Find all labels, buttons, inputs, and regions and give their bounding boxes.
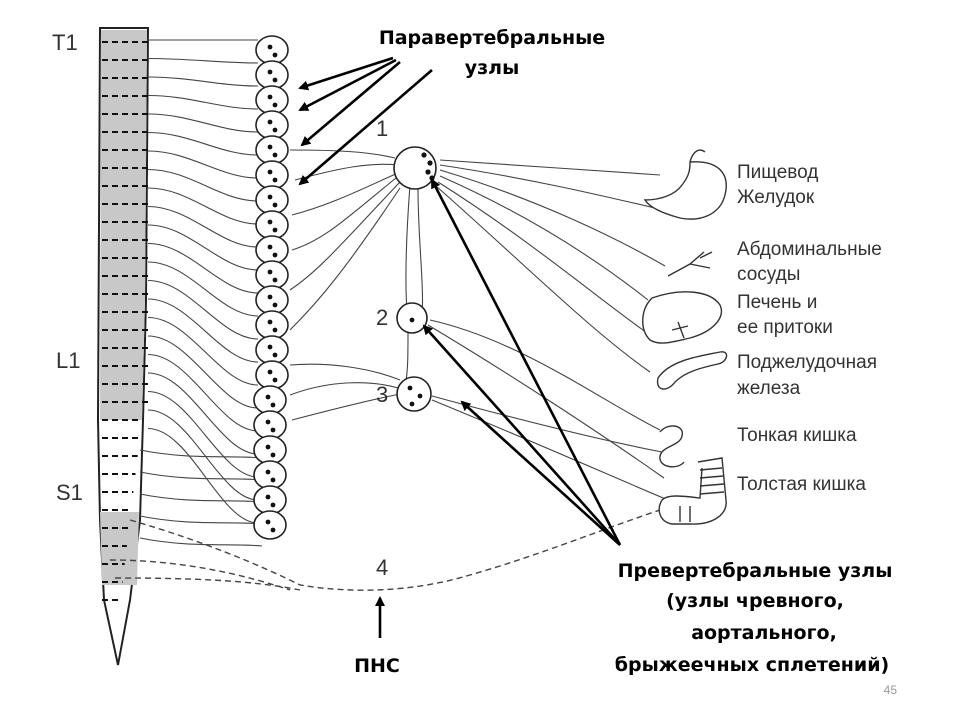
mesenteric-ganglion	[396, 376, 432, 412]
organ-label-large-intestine: Толстая кишка	[737, 474, 866, 495]
paravertebral-label-line1: Паравертебральные	[379, 27, 605, 49]
liver-drawing	[642, 291, 723, 344]
ganglion-number-2: 2	[376, 305, 388, 330]
ganglion-number-3: 3	[376, 382, 388, 407]
prevertebral-label-line4: брыжеечных сплетений)	[615, 654, 889, 676]
segment-label-s1: S1	[56, 480, 83, 505]
callout-arrows	[298, 56, 622, 638]
prevertebral-ganglia	[393, 146, 437, 412]
segment-label-t1: T1	[52, 30, 78, 55]
pancreas-drawing	[656, 351, 728, 390]
organ-label-liver-1: Печень и	[737, 292, 817, 313]
organ-drawings	[642, 149, 728, 525]
cord-segment-lines	[102, 41, 148, 601]
prevertebral-label-line1: Превертебральные узлы	[618, 560, 893, 582]
ganglion-number-1: 1	[376, 116, 388, 141]
celiac-ganglion	[393, 146, 437, 190]
stomach-drawing	[643, 161, 727, 220]
sympathetic-trunk-chain	[253, 35, 289, 540]
pns-label: ПНС	[354, 655, 400, 677]
prevertebral-label-line2: (узлы чревного,	[666, 590, 844, 612]
spinal-cord	[96, 27, 150, 666]
page-number: 45	[884, 683, 898, 697]
abdominal-vessels-drawing	[667, 251, 713, 277]
splanchnic-nerves	[109, 149, 673, 591]
organ-label-abdominal-vessels-1: Абдоминальные	[737, 239, 882, 260]
paravertebral-label-line2: узлы	[465, 57, 520, 79]
prevertebral-label-line3: аортального,	[691, 622, 837, 644]
small-intestine-drawing	[659, 425, 685, 468]
organ-label-esophagus: Пищевод	[737, 162, 818, 183]
organ-label-liver-2: ее притоки	[737, 317, 833, 338]
large-intestine-drawing	[658, 457, 727, 525]
preganglionic-fibers	[139, 39, 263, 547]
segment-label-l1: L1	[56, 348, 80, 373]
organ-label-small-intestine: Тонкая кишка	[737, 425, 857, 446]
organ-label-pancreas-1: Поджелудочная	[737, 352, 877, 373]
organ-label-pancreas-2: железа	[737, 378, 801, 399]
ganglion-number-4: 4	[376, 555, 388, 580]
organ-label-stomach: Желудок	[737, 187, 815, 208]
organ-label-abdominal-vessels-2: сосуды	[737, 264, 800, 285]
